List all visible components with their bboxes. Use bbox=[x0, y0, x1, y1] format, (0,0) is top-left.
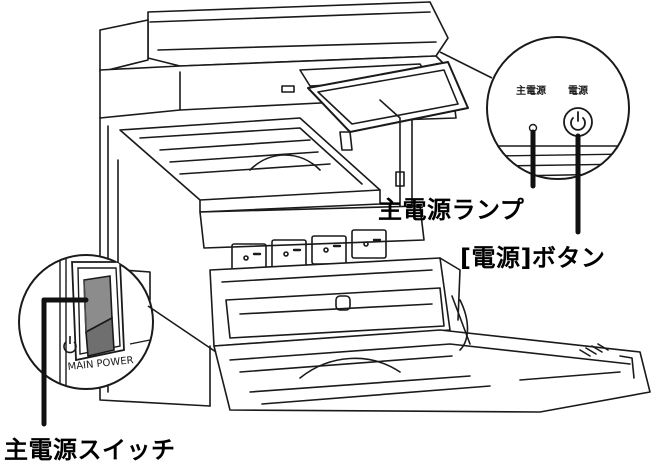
power-panel-label: 電源 bbox=[568, 84, 588, 97]
main-power-switch-callout: 主電源スイッチ bbox=[4, 436, 176, 464]
operation-panel bbox=[307, 61, 469, 151]
main-power-lamp-callout: 主電源ランプ bbox=[378, 196, 525, 224]
power-button[interactable] bbox=[563, 107, 593, 137]
power-icon bbox=[570, 111, 586, 131]
copier-machine bbox=[99, 1, 651, 413]
leader-lines bbox=[41, 129, 581, 427]
power-switch-rocker-icon[interactable] bbox=[83, 275, 115, 357]
main-power-panel-label: 主電源 bbox=[516, 84, 546, 97]
main-power-switch-zoom: MAIN POWER bbox=[18, 254, 217, 390]
power-button-callout: [電源]ボタン bbox=[460, 244, 606, 272]
switch-power-symbol-icon bbox=[63, 336, 77, 354]
front-cover-open bbox=[213, 295, 651, 413]
power-panel-zoom: 主電源 電源 bbox=[439, 36, 630, 180]
output-tray bbox=[119, 117, 381, 213]
